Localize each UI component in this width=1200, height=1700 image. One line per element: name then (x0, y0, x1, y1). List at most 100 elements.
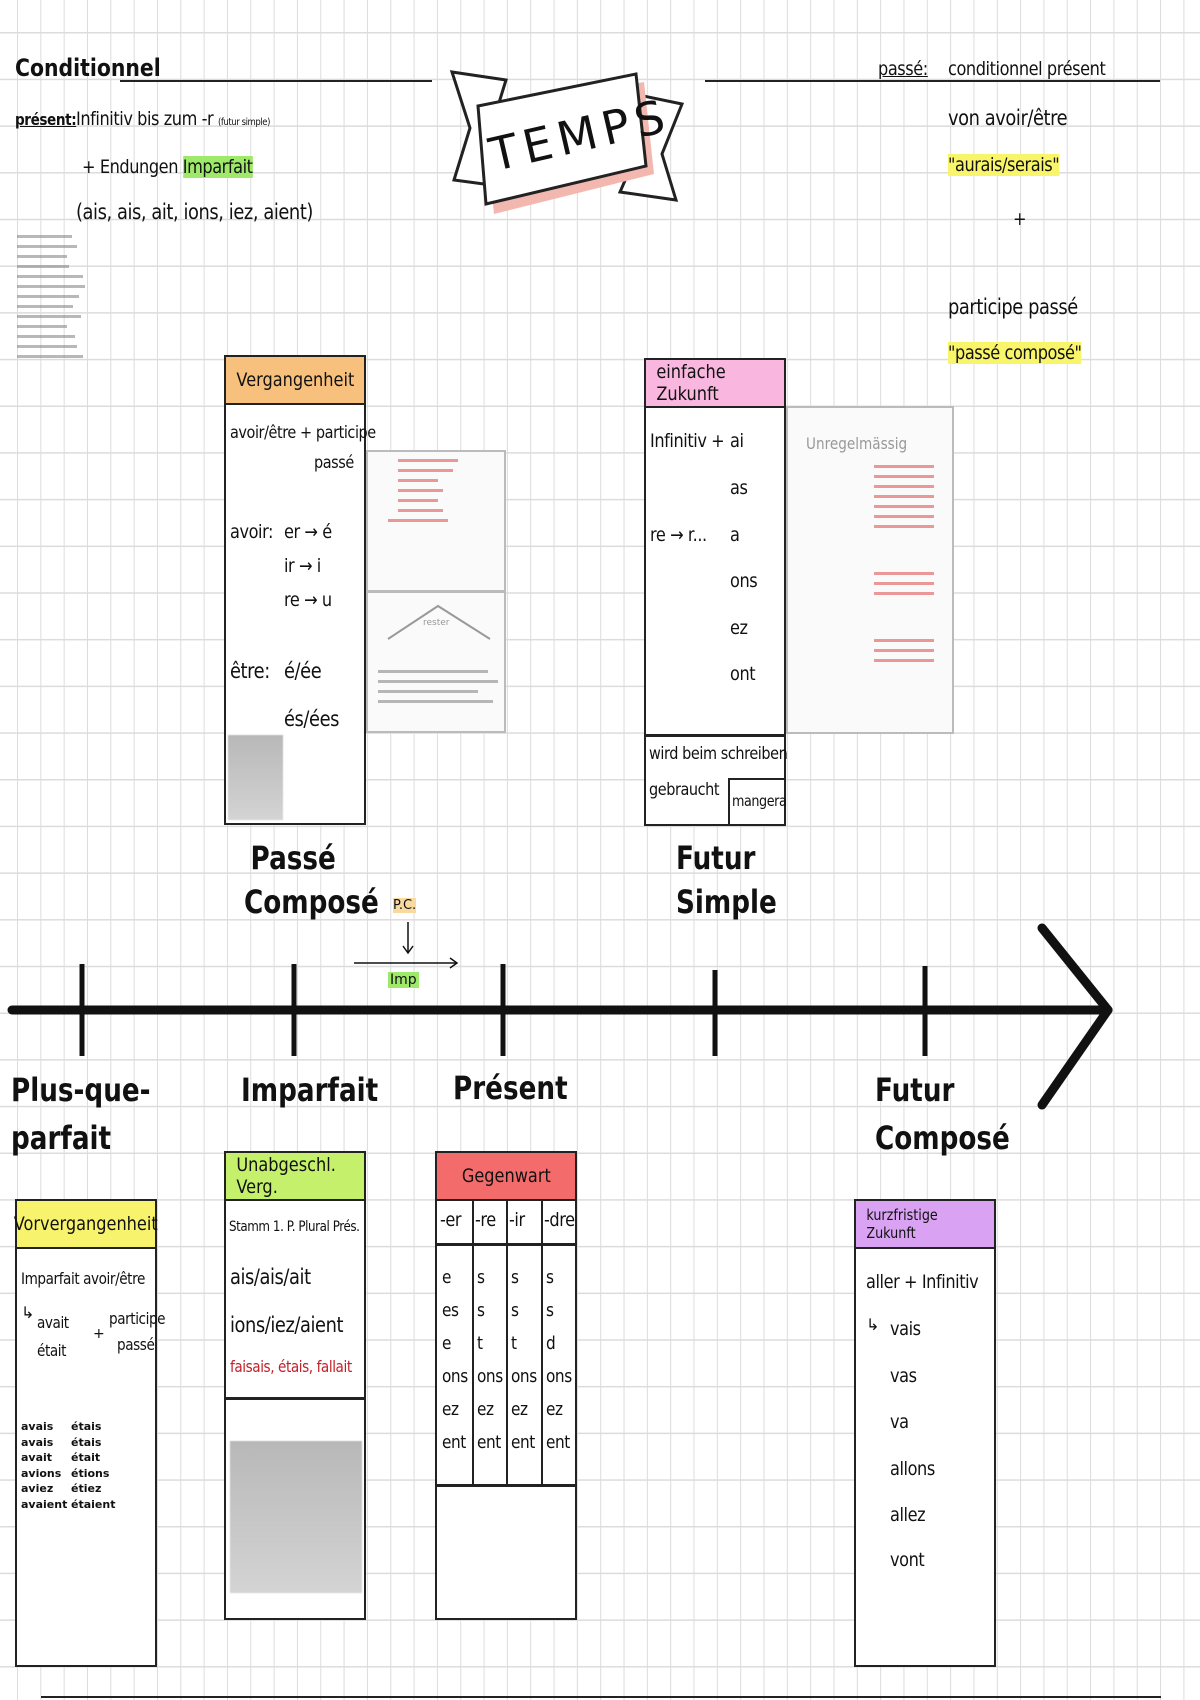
present-ending: t (511, 1333, 517, 1354)
present-ending: ez (476, 1399, 494, 1420)
timeline-arrowhead (1037, 923, 1113, 1110)
conj: avait (21, 1451, 53, 1464)
present-rule: Infinitiv bis zum -r (futur simple) (76, 108, 270, 130)
pqp-plus: + (93, 1326, 105, 1342)
avoir-rule: er → é (284, 521, 332, 543)
present-ending: ez (511, 1399, 528, 1420)
present-line2-prefix: + Endungen (82, 156, 179, 178)
present-ending: s (476, 1300, 485, 1321)
etre-rule: é/ée (284, 659, 322, 683)
present-line1: Infinitiv bis zum -r (76, 108, 214, 130)
irregular-label: Unregelmässig (806, 434, 908, 453)
present-column-header: -re (474, 1209, 496, 1231)
fc-rule: aller + Infinitiv (866, 1271, 979, 1293)
passe-plus: + (1013, 208, 1027, 230)
present-ending: ez (545, 1399, 563, 1420)
passe-compose-card: Vergangenheit avoir/être + participe pas… (224, 355, 376, 825)
present-ending: ons (511, 1366, 537, 1387)
present-column-header: -dre (543, 1209, 575, 1231)
header-text: kurzfristige Zukunft (866, 1206, 938, 1242)
fs-ending: ez (730, 617, 748, 639)
present-note: (futur simple) (217, 117, 270, 128)
futur-compose-card: kurzfristige Zukunft aller + Infinitiv ↳… (854, 1199, 996, 1667)
fc-conj: va (890, 1411, 909, 1433)
label-present: Présent (453, 1069, 568, 1107)
header-text: Unabgeschl. Verg. (236, 1154, 336, 1198)
label-imparfait: Imparfait (241, 1071, 379, 1109)
header-text: Gegenwart (461, 1165, 551, 1187)
fc-conj: allons (890, 1458, 935, 1480)
conj: aviez (21, 1482, 54, 1495)
pc-screenshot-thumbnail (228, 735, 283, 820)
present-ending: t (476, 1333, 483, 1354)
imp-usage-thumbnail (230, 1441, 362, 1593)
label-futur-compose-1: Futur (875, 1071, 955, 1109)
imp-rule: Stamm 1. P. Plural Prés. (229, 1219, 360, 1235)
conj: avaient (21, 1497, 68, 1511)
fs-example: mangera (732, 792, 787, 810)
present-ending: ons (545, 1366, 572, 1387)
present-ending: ent (442, 1432, 466, 1453)
conj: étais (71, 1435, 102, 1449)
column-divider (471, 1201, 474, 1484)
imp-marker: Imp (388, 972, 419, 988)
fs-ending: ont (730, 663, 756, 685)
present-ending: es (442, 1300, 459, 1321)
pqp-aux: était (37, 1341, 67, 1360)
header-text: Vorvergangenheit (14, 1213, 158, 1235)
present-ending: ons (476, 1366, 503, 1387)
present-column-header: -ir (509, 1209, 525, 1231)
avoir-rule: ir → i (284, 555, 321, 577)
house-verbs (372, 663, 502, 710)
imparfait-header: Unabgeschl. Verg. (226, 1153, 364, 1201)
passe-line2: von avoir/être (948, 106, 1068, 130)
imp-endings2: ions/iez/aient (230, 1313, 344, 1337)
column-divider (506, 1201, 508, 1484)
fs-note2: gebraucht (649, 780, 720, 800)
present-column-header: -er (440, 1209, 462, 1231)
present-ending: ons (442, 1366, 468, 1387)
imp-endings1: ais/ais/ait (230, 1265, 311, 1289)
fs-rule: Infinitiv + (650, 430, 725, 452)
fs-ending: a (730, 524, 740, 546)
present-label: présent: (15, 110, 77, 129)
house-top-verb: rester (423, 618, 450, 628)
label-futur-compose-2: Composé (875, 1119, 1010, 1157)
table-bottom-divider (437, 1484, 575, 1487)
imp-irregular: faisais, étais, fallait (230, 1357, 352, 1376)
pqp-rule: Imparfait avoir/être (21, 1269, 145, 1288)
conj: avions (21, 1466, 62, 1480)
etre-house-thumbnail: rester (366, 591, 506, 733)
header-text: Vergangenheit (236, 369, 354, 391)
avoir-label: avoir: (230, 521, 274, 543)
conj: étions (71, 1466, 110, 1480)
fc-conj: allez (890, 1504, 926, 1526)
etre-rule: és/ées (284, 707, 340, 731)
futur-simple-card: einfache Zukunft Infinitiv + re → r... a… (644, 358, 788, 826)
present-line3: (ais, ais, ait, ions, iez, aient) (76, 200, 313, 224)
house-roof-icon (387, 604, 491, 640)
present-ending: ent (476, 1432, 501, 1453)
label-futur-simple: Futur Simple (676, 839, 777, 921)
passe-line3: "aurais/serais" (948, 154, 1060, 176)
etre-label: être: (230, 659, 270, 683)
present-endings-rule: + Endungen Imparfait (82, 156, 253, 178)
conj: étaient (71, 1497, 116, 1511)
participle-irregular-thumbnail (366, 450, 506, 592)
fs-note1: wird beim schreiben (649, 744, 788, 764)
fc-conj: vas (890, 1365, 917, 1387)
passe-line4: participe passé (948, 295, 1078, 319)
irregular-futur-thumbnail: Unregelmässig (786, 406, 954, 734)
present-ending: ez (442, 1399, 459, 1420)
bottom-rule (41, 1696, 1161, 1698)
conditionnel-heading: Conditionnel (15, 54, 161, 82)
present-ending: e (442, 1267, 451, 1288)
imparfait-card: Unabgeschl. Verg. Stamm 1. P. Plural Pré… (224, 1151, 366, 1620)
present-ending: s (511, 1267, 519, 1288)
fc-conj: vont (890, 1549, 925, 1571)
pqp-pp2: passé (117, 1335, 155, 1354)
fs-rule2: re → r... (650, 524, 707, 546)
